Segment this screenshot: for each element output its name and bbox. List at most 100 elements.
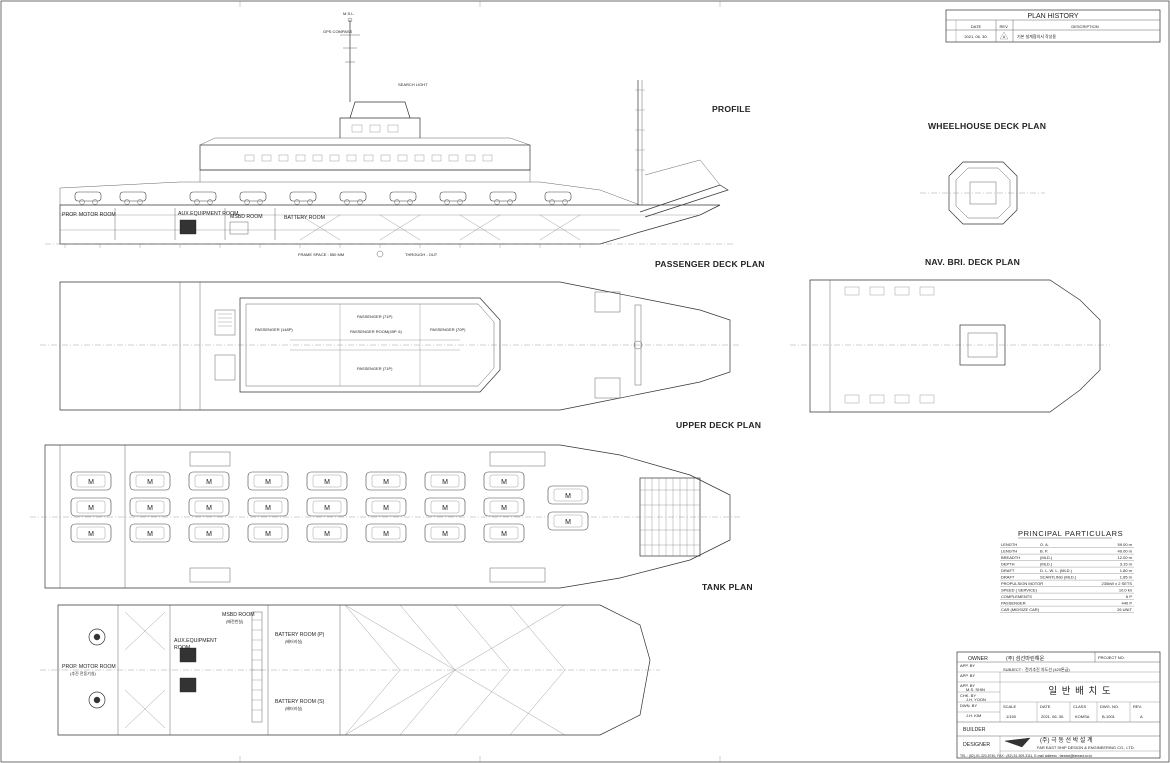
- vehicle-mark: M: [383, 505, 389, 512]
- vehicle-mark: M: [442, 531, 448, 538]
- particular-name: SPEED ( SERVICE): [1001, 588, 1038, 593]
- company-logo-icon: [1004, 737, 1031, 748]
- passenger-deck-view: PASSENGER DECK PLAN PASSENGER (148P) PAS…: [40, 259, 765, 411]
- profile-windows: [244, 154, 493, 162]
- tank-msbd-kr: (배전반실): [226, 618, 244, 624]
- upper-deck-view: UPPER DECK PLAN MMMMMMMMMMMMMMMMMMMMMMMM…: [30, 420, 761, 589]
- gps-compass-label: GPS COMPASS: [323, 29, 353, 34]
- wheelhouse-title: WHEELHOUSE DECK PLAN: [928, 121, 1046, 131]
- particular-name: DRAFT: [1001, 568, 1015, 573]
- particular-value: 59.00 m: [1118, 542, 1133, 547]
- vehicle-mark: M: [88, 505, 94, 512]
- particular-name: DRAFT: [1001, 575, 1015, 580]
- vehicle-mark: M: [147, 531, 153, 538]
- class-label: CLASS: [1073, 704, 1086, 709]
- drafter-name: J.H. KIM: [966, 713, 981, 718]
- vehicle-mark: M: [265, 505, 271, 512]
- particular-value: 49.00 m: [1118, 549, 1133, 554]
- particular-value: 10.0 kn: [1119, 588, 1132, 593]
- company-name-en: FAR EAST SHIP DESIGN & ENGINEERING CO., …: [1037, 745, 1135, 750]
- particular-sub: B. P.: [1040, 549, 1048, 554]
- upper-deck-title: UPPER DECK PLAN: [676, 420, 761, 430]
- vehicle-mark: M: [324, 531, 330, 538]
- vehicle-mark: M: [88, 479, 94, 486]
- vehicle-mark: M: [206, 479, 212, 486]
- vehicle-slot: M: [129, 497, 171, 517]
- particular-row: BREADTH(MLD.)12.00 m: [1000, 555, 1134, 561]
- particular-row: PROPULSION MOTOR 230kW x 2 SETS: [1000, 581, 1134, 587]
- vehicle-slot: M: [129, 523, 171, 543]
- particular-value: 1.80 m: [1120, 568, 1133, 573]
- vehicle-mark: M: [442, 505, 448, 512]
- particular-sub: (MLD.): [1040, 562, 1053, 567]
- vehicle-slot: M: [306, 523, 348, 543]
- particular-sub: O. A.: [1040, 542, 1049, 547]
- vehicle-slot: M: [306, 497, 348, 517]
- nav-bridge-title: NAV. BRI. DECK PLAN: [925, 257, 1020, 267]
- subject-text: 전기추진 차도선 (420톤급): [1025, 666, 1070, 672]
- particular-name: LENGTH: [1001, 542, 1017, 547]
- particular-value: 230kW x 2 SETS: [1102, 581, 1133, 586]
- passenger-deck-title: PASSENGER DECK PLAN: [655, 259, 765, 269]
- plan-history-title: PLAN HISTORY: [1027, 13, 1078, 20]
- company-contact: TEL : (82)-51-320-5740, FAX : (82)-51-30…: [960, 754, 1093, 758]
- search-light-label: SEARCH LIGHT: [398, 82, 428, 87]
- particular-sub: SCANTLING (MLD.): [1040, 575, 1077, 580]
- date-label: DATE: [1040, 704, 1051, 709]
- particular-row: SPEED ( SERVICE) 10.0 kn: [1000, 588, 1134, 594]
- vehicle-slot: M: [247, 523, 289, 543]
- vehicle-mark: M: [206, 505, 212, 512]
- tank-prop-motor-label: PROP. MOTOR ROOM: [62, 664, 116, 670]
- particular-name: PROPULSION MOTOR: [1001, 581, 1043, 586]
- vehicle-slot: M: [188, 471, 230, 491]
- particular-row: CAR (MIDSIZE CAR)26 UNIT: [1000, 607, 1134, 613]
- vehicle-slot: M: [424, 497, 466, 517]
- particular-sub: D. L. W. L. (MLD.): [1040, 568, 1073, 573]
- drawing-title: 일 반 배 치 도: [1048, 685, 1111, 697]
- owner-name: (주) 섬선마린해운: [1006, 654, 1045, 662]
- history-header-rev: REV.: [1000, 24, 1009, 29]
- vehicle-slot: M: [188, 497, 230, 517]
- vehicle-mark: M: [501, 505, 507, 512]
- designer-label: DESIGNER: [963, 742, 990, 748]
- vehicle-slot: M: [424, 471, 466, 491]
- particular-name: COMPLEMENTS: [1001, 594, 1032, 599]
- tank-msbd-label: MSBD ROOM: [222, 612, 255, 618]
- vehicle-slot: M: [424, 523, 466, 543]
- profile-prop-motor-label: PROP. MOTOR ROOM: [62, 212, 116, 218]
- vehicle-slot: M: [547, 511, 589, 531]
- through-out-label: THROUGH - OUT: [405, 252, 438, 257]
- passenger-room-2: PASSENGER (71P): [357, 314, 393, 319]
- frame-space-label: FRAME SPACE : 550 MM: [298, 252, 344, 257]
- particular-value: 6 P: [1126, 594, 1132, 599]
- profile-battery-label: BATTERY ROOM: [284, 215, 325, 221]
- vehicle-slot: M: [70, 523, 112, 543]
- app-by-label-3: APP. BY: [960, 683, 975, 688]
- particulars-title: PRINCIPAL PARTICULARS: [1018, 529, 1123, 538]
- wheelhouse-deck-view: WHEELHOUSE DECK PLAN: [920, 121, 1046, 225]
- particular-name: DEPTH: [1001, 562, 1015, 567]
- history-row-date: 2021. 06. 30.: [964, 34, 987, 39]
- particular-row: LENGTH B. P. 49.00 m: [1000, 549, 1134, 555]
- tank-battery-p-kr: (배터리실): [285, 638, 303, 644]
- rev-label: REV.: [1133, 704, 1142, 709]
- particulars-rows: LENGTH O. A. 59.00 m LENGTH B. P. 49.00 mBREA…: [1000, 542, 1134, 613]
- vehicle-mark: M: [88, 531, 94, 538]
- vehicle-slot: M: [188, 523, 230, 543]
- plan-history-table: PLAN HISTORY DATE REV. DESCRIPTION 2021.…: [945, 9, 1161, 43]
- tank-battery-s-kr: (배터리실): [285, 705, 303, 711]
- profile-view: PROFILE M.S.L.: [45, 11, 751, 258]
- vehicle-mark: M: [265, 531, 271, 538]
- vehicle-slot: M: [547, 485, 589, 505]
- subject-label: SUBJECT :: [1003, 667, 1023, 672]
- vehicle-mark: M: [501, 531, 507, 538]
- app-by-label-1: APP. BY: [960, 663, 975, 668]
- vehicle-slot: M: [365, 471, 407, 491]
- rev-value: A: [1140, 714, 1143, 719]
- passenger-room-4: PASSENGER (71P): [357, 366, 393, 371]
- particular-name: LENGTH: [1001, 549, 1017, 554]
- owner-label: OWNER: [968, 656, 988, 662]
- border-ticks: [239, 1, 721, 762]
- tank-plan-title: TANK PLAN: [702, 582, 753, 592]
